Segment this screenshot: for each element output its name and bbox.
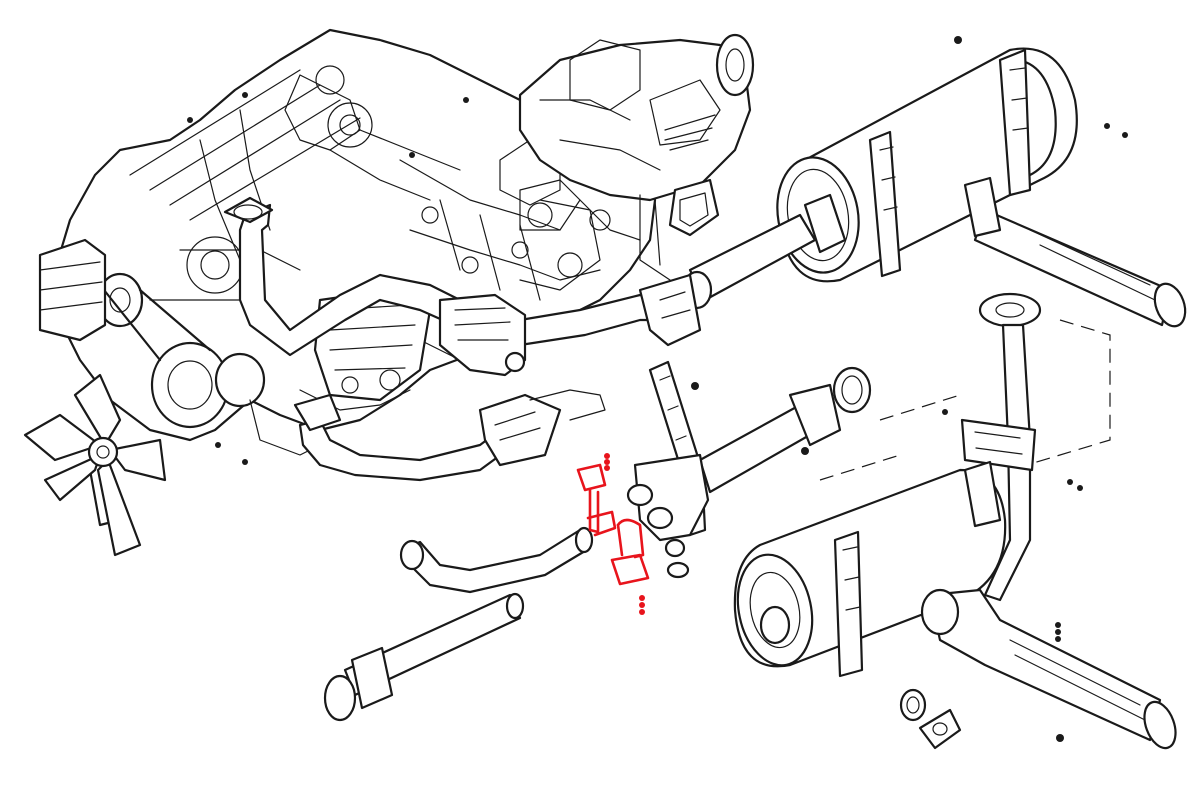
lower-muffler [733,460,1007,678]
rear-connecting-pipe [626,383,842,542]
fasteners [691,36,1128,742]
u-bolt-clamps [576,453,650,615]
lower-engine-pipe [293,389,606,482]
upper-tailpipe [963,176,1187,328]
engine-collar [438,293,527,377]
exhaust-manifold-pipe [223,196,662,357]
vertical-stack-pipe [960,292,1042,602]
gearbox [518,33,755,281]
intermediate-pipe [638,193,847,347]
front-straight-pipe [323,592,525,722]
gaskets [664,366,962,750]
cooling-fan [23,373,167,557]
lower-tailpipe [920,588,1177,750]
front-bent-pipe [399,526,594,594]
